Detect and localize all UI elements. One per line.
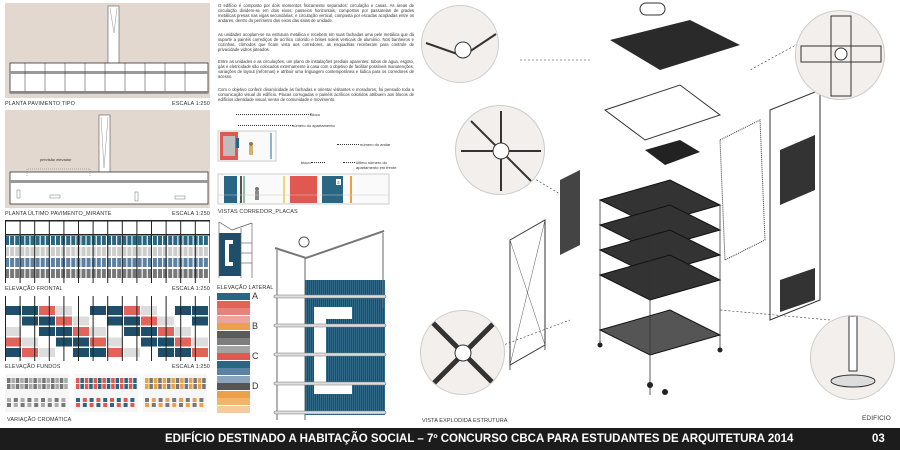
description-paragraph-1: O edifício é composto por dois momentos … [218, 3, 414, 23]
palette-letter: D [252, 381, 259, 391]
detail-circle-beam-joint [421, 5, 499, 83]
plan2-scale: ESCALA 1:250 [172, 211, 210, 217]
front-elevation-title: ELEVAÇÃO FRONTAL [5, 286, 63, 292]
front-elevation-scale: ESCALA 1:250 [172, 286, 210, 292]
plan2-title: PLANTA ÚLTIMO PAVIMENTO_MIRANTE [5, 211, 112, 217]
plate-number: 3 [337, 180, 340, 185]
palette-swatch [217, 323, 250, 330]
palette-swatch [217, 398, 250, 405]
plan1-scale: ESCALA 1:250 [172, 101, 210, 107]
lateral-elevation-title: ELEVAÇÃO LATERAL [217, 285, 274, 291]
palette-swatch [217, 308, 250, 315]
front-elevation-drawing [5, 220, 210, 283]
detail-circle-node [455, 105, 545, 195]
corridor-view-small [217, 130, 277, 162]
palette-swatch [217, 405, 250, 413]
palette-letter: C [252, 351, 259, 361]
plan1-title: PLANTA PAVIMENTO TIPO [5, 101, 76, 107]
lateral-elevation-drawing [218, 221, 253, 278]
label-bloco-top: Bloco [310, 112, 321, 117]
label-apartment-number: número do apartamento [292, 123, 335, 128]
back-elevation-scale: ESCALA 1:250 [172, 364, 210, 370]
label-last-apartment: último número do apartamento em frente [356, 160, 397, 170]
detail-circle-cross-joint [420, 310, 505, 395]
section-label: EDIFICIO [862, 415, 891, 422]
back-elevation-drawing [5, 296, 210, 361]
palette-swatch [217, 353, 250, 360]
plan-top-drawing [9, 114, 209, 205]
page-number: 03 [872, 433, 885, 445]
detail-circle-base [810, 315, 895, 400]
plan-typical-drawing [9, 5, 209, 94]
description-paragraph-4: Com o objetivo conferir dinamicidade às … [218, 87, 414, 102]
palette-swatch [217, 315, 250, 323]
plan2-note: previsão elevador [40, 157, 72, 162]
palette-swatch [217, 300, 250, 308]
label-bloco: bloco [301, 160, 311, 165]
description-paragraph-2: As unidades acoplam-se na estrutura metá… [218, 32, 414, 52]
corridor-views-title: VISTAS CORREDOR_PLACAS [218, 209, 298, 215]
exploded-structure-drawing [489, 2, 831, 395]
plan-typical-floor [5, 3, 210, 98]
footer-bar: EDIFÍCIO DESTINADO A HABITAÇÃO SOCIAL – … [0, 428, 900, 450]
palette-swatch [217, 375, 250, 383]
palette-letter: A [252, 291, 259, 301]
label-floor-number: número do andar [360, 142, 391, 147]
palette-letter: B [252, 321, 259, 331]
palette-swatch [217, 345, 250, 353]
chromatic-variation-title: VARIAÇÃO CROMÁTICA [7, 417, 72, 423]
palette-swatch [217, 360, 250, 368]
exploded-view-title: VISTA EXPLODIDA ESTRUTURA [422, 418, 508, 424]
description-paragraph-3: Entre as unidades e as circulações, um p… [218, 59, 414, 79]
palette-swatch [217, 383, 250, 390]
back-elevation-title: ELEVAÇÃO FUNDOS [5, 364, 61, 370]
palette-swatch [217, 293, 250, 300]
plan-top-floor: previsão elevador [5, 110, 210, 208]
palette-swatch [217, 368, 250, 375]
board-title: EDIFÍCIO DESTINADO A HABITAÇÃO SOCIAL – … [165, 433, 794, 445]
corridor-view-long [217, 173, 390, 205]
palette-swatch [217, 330, 250, 338]
detail-circle-connection [795, 10, 885, 100]
palette-swatch [217, 338, 250, 345]
chromatic-variation-drawing [5, 374, 207, 412]
facade-detail-elevation [273, 230, 387, 420]
palette-swatch [217, 390, 250, 398]
